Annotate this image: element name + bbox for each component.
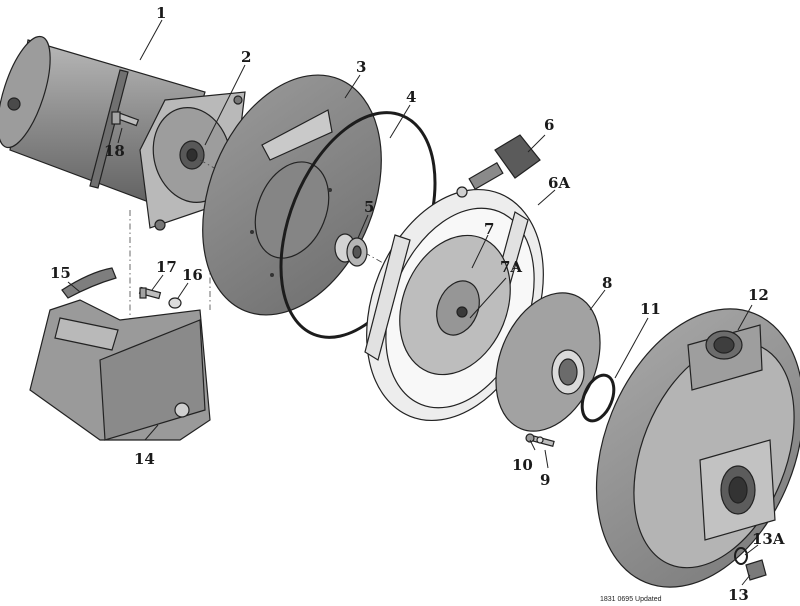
- base-bolt: [138, 286, 182, 309]
- bolt-18: [111, 111, 140, 127]
- callout-14: 14: [134, 450, 155, 468]
- drain-fitting: [456, 134, 541, 198]
- callout-8: 8: [602, 274, 612, 292]
- callout-5: 5: [364, 198, 374, 216]
- motor-base: [29, 299, 211, 441]
- small-o-ring: [580, 373, 616, 423]
- callout-11: 11: [640, 300, 661, 318]
- base-pad: [61, 267, 117, 299]
- revision-stamp: 1831 0695 Updated: [600, 596, 662, 603]
- callout-6: 6: [544, 116, 554, 134]
- callout-18: 18: [104, 142, 125, 160]
- callout-1: 1: [156, 4, 166, 22]
- callout-10: 10: [512, 456, 533, 474]
- callout-7a: 7A: [500, 258, 522, 276]
- callout-9: 9: [540, 471, 550, 489]
- seal-ring: [334, 233, 368, 267]
- callout-16b: 16: [182, 266, 203, 284]
- diffuser: [495, 292, 601, 432]
- drain-plug: [734, 547, 767, 581]
- pump-housing: [595, 308, 800, 588]
- callout-16: 17: [156, 258, 177, 276]
- callout-12: 12: [748, 286, 769, 304]
- callout-13: 13: [728, 586, 749, 604]
- callout-15: 15: [50, 264, 71, 282]
- callout-6a: 6A: [548, 174, 570, 192]
- impeller: [399, 234, 511, 376]
- callout-labels: 1 2 3 4 5 6 6A 7 7A 8 9 10 11 12 13 13A …: [50, 4, 785, 604]
- callout-4: 4: [406, 88, 416, 106]
- leader-lines: [67, 19, 759, 586]
- callout-7: 7: [484, 220, 494, 238]
- callout-3: 3: [356, 58, 366, 76]
- callout-13a: 13A: [752, 530, 785, 548]
- shaft-seal: [179, 140, 205, 170]
- callout-2: 2: [241, 48, 251, 66]
- diffuser-screw: [525, 433, 555, 447]
